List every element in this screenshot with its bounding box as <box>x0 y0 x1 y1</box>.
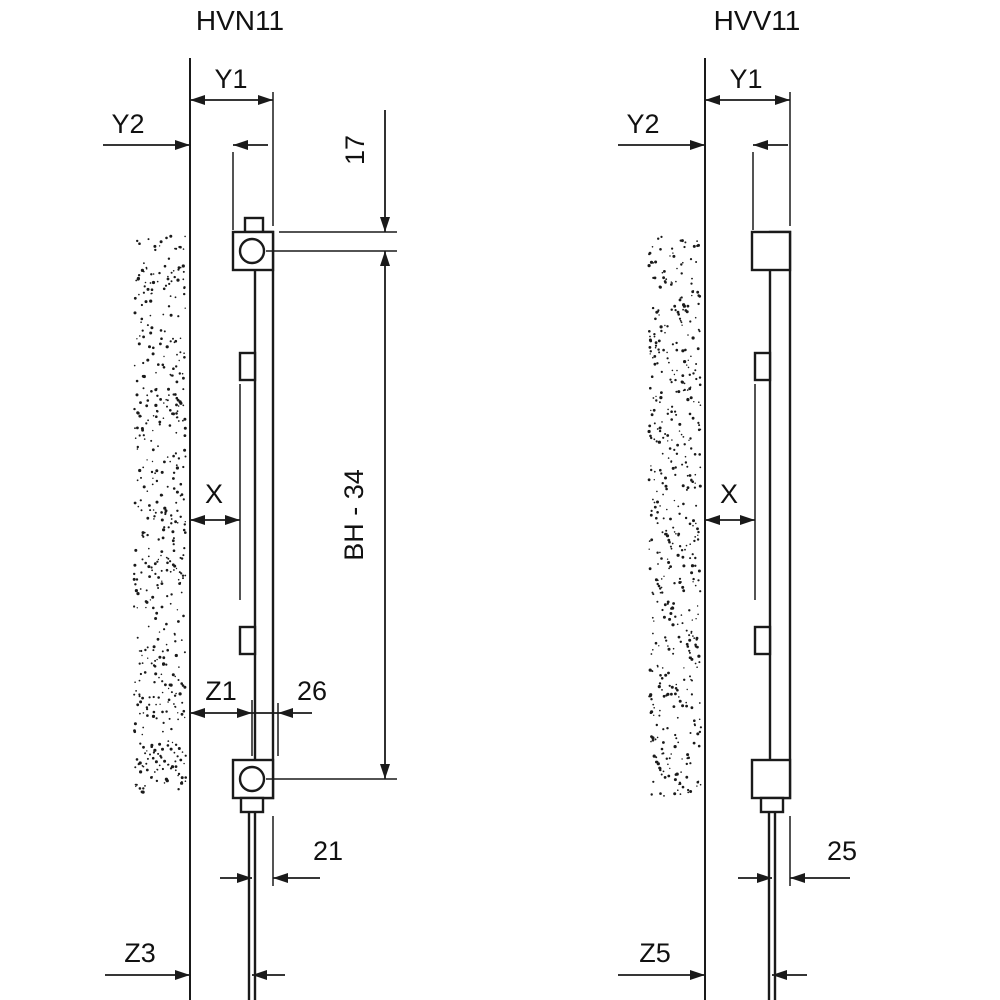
arrowhead-icon <box>233 140 248 150</box>
mounting-bracket-top <box>753 351 772 382</box>
dim-label-y1-right: Y1 <box>729 64 762 94</box>
mounting-bracket-top <box>238 351 257 382</box>
dim-label-17-left: 17 <box>340 135 370 165</box>
left-diagram: HVN11 Y1 <box>103 5 397 1000</box>
arrowhead-icon <box>190 95 205 105</box>
left-diagram-title: HVN11 <box>196 5 284 36</box>
radiator-panel <box>768 230 792 800</box>
dim-label-21-left: 21 <box>313 836 343 866</box>
bottom-header <box>750 758 792 800</box>
arrowhead-icon <box>175 140 190 150</box>
arrowhead-icon <box>190 515 205 525</box>
top-valve-connection <box>238 237 266 265</box>
arrowhead-icon <box>790 873 805 883</box>
dimension-x-right: X <box>705 384 756 600</box>
arrowhead-icon <box>380 764 390 779</box>
arrowhead-icon <box>772 970 787 980</box>
dimension-25-right: 25 <box>738 816 857 886</box>
arrowhead-icon <box>690 970 705 980</box>
arrowhead-icon <box>237 873 252 883</box>
wall-hatch <box>647 235 703 797</box>
wall-left <box>132 58 191 1000</box>
arrowhead-icon <box>252 970 267 980</box>
right-diagram-title: HVV11 <box>714 5 801 36</box>
arrowhead-icon <box>753 140 768 150</box>
dim-label-y2-right: Y2 <box>626 109 659 139</box>
dimension-z5-right: Z5 <box>618 938 807 980</box>
dim-label-z5-right: Z5 <box>639 938 671 968</box>
dim-label-bh-left: BH - 34 <box>339 469 369 561</box>
dim-label-y1-left: Y1 <box>214 64 247 94</box>
top-header <box>750 230 792 272</box>
mounting-bracket-bottom <box>238 625 257 656</box>
mounting-bracket-bottom <box>753 625 772 656</box>
wall-right <box>647 58 706 1000</box>
dimension-y1-left: Y1 <box>190 64 274 226</box>
arrowhead-icon <box>190 708 205 718</box>
dimension-y1-right: Y1 <box>705 64 791 226</box>
bottom-valve-connection <box>238 765 266 793</box>
valve-stub <box>243 216 265 234</box>
right-diagram: HVV11 Y1 <box>618 5 857 1000</box>
dimension-21-left: 21 <box>220 816 343 886</box>
dim-label-25-right: 25 <box>827 836 857 866</box>
bottom-connector <box>239 796 265 814</box>
dimension-y2-left: Y2 <box>103 109 268 230</box>
dim-label-z3-left: Z3 <box>124 938 156 968</box>
wall-hatch <box>132 234 187 794</box>
dim-label-z1-left: Z1 <box>205 676 237 706</box>
arrowhead-icon <box>258 95 273 105</box>
arrowhead-icon <box>757 873 772 883</box>
dim-label-26-left: 26 <box>297 676 327 706</box>
dim-label-x-right: X <box>720 479 738 509</box>
arrowhead-icon <box>380 217 390 232</box>
radiator-left <box>231 216 275 1000</box>
arrowhead-icon <box>705 515 720 525</box>
arrowhead-icon <box>237 708 252 718</box>
arrowhead-icon <box>705 95 720 105</box>
dimension-x-left: X <box>190 384 241 600</box>
radiator-right <box>750 230 792 1000</box>
arrowhead-icon <box>278 708 293 718</box>
dimension-17-left: 17 <box>279 110 397 233</box>
arrowhead-icon <box>225 515 240 525</box>
arrowhead-icon <box>690 140 705 150</box>
dim-label-y2-left: Y2 <box>111 109 144 139</box>
arrowhead-icon <box>273 873 288 883</box>
dim-label-x-left: X <box>205 479 223 509</box>
bottom-connector <box>759 796 785 814</box>
arrowhead-icon <box>740 515 755 525</box>
arrowhead-icon <box>175 970 190 980</box>
dimension-bh-left: BH - 34 <box>266 250 397 780</box>
dimension-y2-right: Y2 <box>618 109 788 230</box>
dimension-z1-26-left: Z1 26 <box>190 676 327 756</box>
arrowhead-icon <box>775 95 790 105</box>
dimension-z3-left: Z3 <box>105 938 285 980</box>
arrowhead-icon <box>380 251 390 266</box>
